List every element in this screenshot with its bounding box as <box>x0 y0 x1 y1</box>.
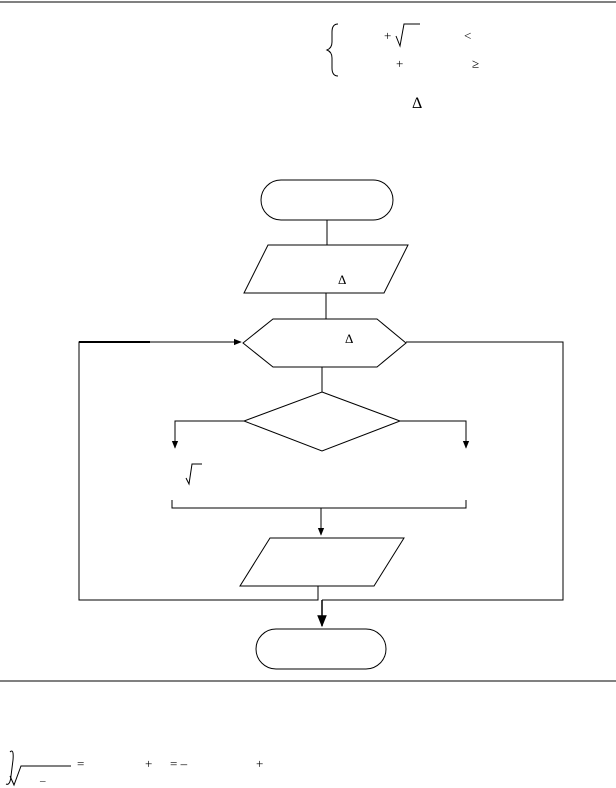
integral-formula: – = + = – + <box>5 750 263 787</box>
output-parallelogram <box>239 537 405 587</box>
integral-plus-2: + <box>256 756 263 771</box>
input-delta: Δ <box>338 272 346 287</box>
integral-plus-1: + <box>145 756 152 771</box>
row1-less-than: < <box>464 28 471 43</box>
row2-greater-equal: ≥ <box>472 56 479 71</box>
curly-brace-icon <box>325 23 339 77</box>
merge-line <box>171 500 467 509</box>
decision-diamond <box>242 391 402 452</box>
piecewise-formula: + < + ≥ <box>325 23 479 77</box>
branch-left <box>171 420 244 449</box>
left-branch-sqrt-icon <box>185 463 202 486</box>
end-terminal <box>255 628 387 670</box>
sqrt-icon <box>395 23 420 48</box>
input-parallelogram <box>243 244 409 294</box>
integral-minus: – <box>39 775 46 787</box>
row2-plus: + <box>396 56 403 71</box>
integral-eq: = <box>77 756 84 771</box>
integral-sign-icon <box>5 750 14 785</box>
loop-delta: Δ <box>345 331 353 346</box>
integral-sqrt-icon <box>9 765 71 787</box>
delta-symbol: Δ <box>412 95 422 112</box>
row1-plus: + <box>384 28 391 43</box>
branch-right <box>400 420 470 449</box>
loop-hexagon <box>242 318 407 368</box>
start-terminal <box>260 179 394 221</box>
loop-exit-path <box>322 341 564 601</box>
integral-eq-minus: = – <box>170 756 188 771</box>
